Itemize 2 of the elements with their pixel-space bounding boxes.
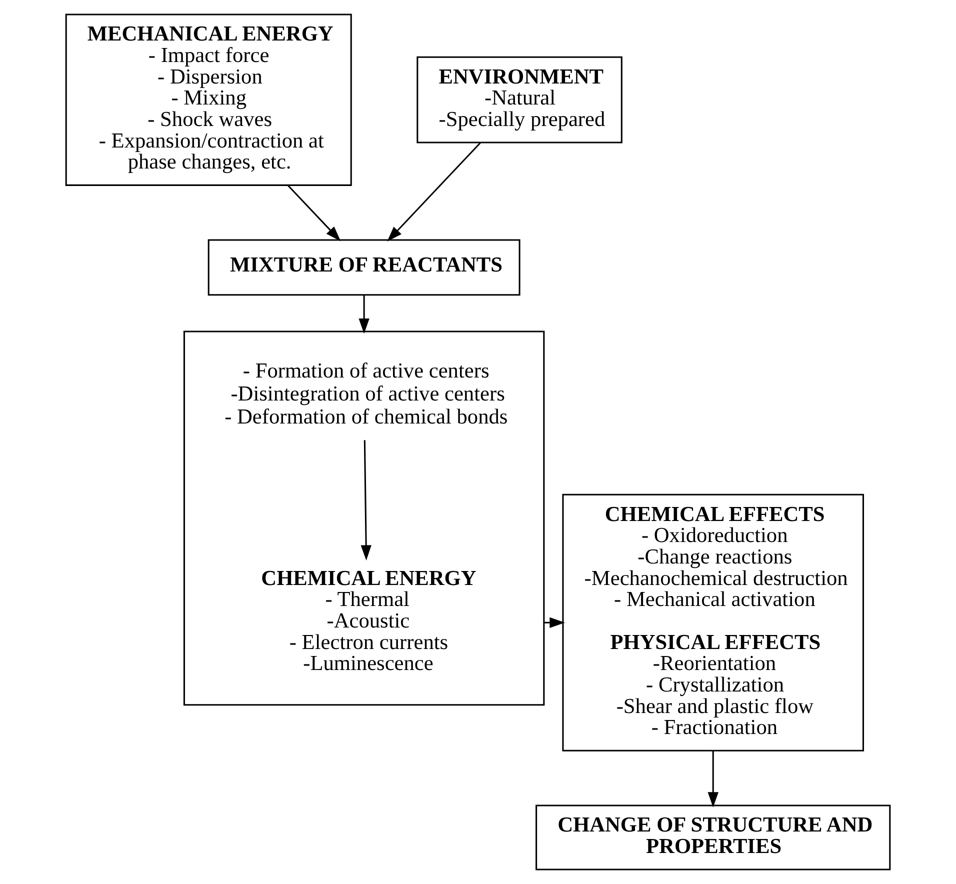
node-text: CHEMICAL ENERGY - Thermal -Acoustic - Electron currents -Luminescence [261,566,476,676]
node-text: - Formation of active centers -Disintegration of active centers - Deformation of chemical bonds [224,358,508,428]
